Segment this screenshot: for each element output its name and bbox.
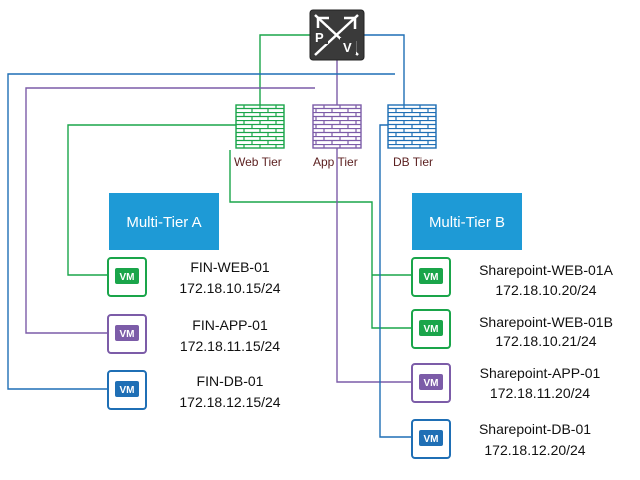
vm-badge: VM bbox=[424, 272, 439, 283]
router-v-letter: V bbox=[343, 40, 352, 55]
connections bbox=[7, 34, 412, 438]
vm-ip: 172.18.10.15/24 bbox=[179, 280, 280, 296]
vm-fin-app-01: VM FIN-APP-01 172.18.11.15/24 bbox=[107, 314, 280, 354]
firewall-db: DB Tier bbox=[387, 104, 437, 169]
group-multi-tier-a: Multi-Tier A bbox=[109, 193, 219, 250]
web-connection-fin bbox=[67, 124, 240, 276]
vm-ip: 172.18.10.20/24 bbox=[495, 282, 596, 298]
firewall-app: App Tier bbox=[312, 104, 362, 169]
firewall-web: Web Tier bbox=[234, 104, 285, 169]
vm-sharepoint-web-01b: VM Sharepoint-WEB-01B 172.18.10.21/24 bbox=[411, 309, 613, 349]
firewall-icon bbox=[312, 104, 362, 149]
vm-badge: VM bbox=[120, 329, 135, 340]
db-connection-router bbox=[364, 34, 405, 105]
router-p-letter: P bbox=[315, 30, 324, 45]
group-label-a: Multi-Tier A bbox=[126, 214, 201, 231]
group-multi-tier-b: Multi-Tier B bbox=[412, 193, 522, 250]
vm-badge: VM bbox=[424, 378, 439, 389]
vm-fin-web-01: VM FIN-WEB-01 172.18.10.15/24 bbox=[107, 257, 281, 297]
vm-fin-db-01: VM FIN-DB-01 172.18.12.15/24 bbox=[107, 370, 281, 410]
app-connection-fin bbox=[25, 87, 315, 334]
vm-sharepoint-db-01: VM Sharepoint-DB-01 172.18.12.20/24 bbox=[411, 419, 591, 459]
vm-sharepoint-web-01a: VM Sharepoint-WEB-01A 172.18.10.20/24 bbox=[411, 257, 614, 298]
vm-ip: 172.18.10.21/24 bbox=[495, 333, 596, 349]
vm-name: FIN-WEB-01 bbox=[190, 259, 270, 275]
vm-name: Sharepoint-APP-01 bbox=[480, 365, 601, 381]
router: P V bbox=[309, 9, 365, 61]
vm-badge: VM bbox=[424, 434, 439, 445]
vm-badge: VM bbox=[120, 385, 135, 396]
vm-name: Sharepoint-DB-01 bbox=[479, 421, 591, 437]
group-label-b: Multi-Tier B bbox=[429, 214, 505, 231]
firewall-icon bbox=[235, 104, 285, 149]
app-connection-sharepoint bbox=[336, 148, 412, 383]
tier-label-app: App Tier bbox=[313, 155, 358, 169]
db-connection-fin bbox=[7, 73, 395, 390]
vm-ip: 172.18.11.15/24 bbox=[180, 338, 280, 354]
vm-ip: 172.18.12.15/24 bbox=[179, 394, 280, 410]
vm-name: Sharepoint-WEB-01A bbox=[479, 262, 614, 278]
vm-ip: 172.18.11.20/24 bbox=[490, 385, 590, 401]
vm-sharepoint-app-01: VM Sharepoint-APP-01 172.18.11.20/24 bbox=[411, 363, 601, 403]
vm-badge: VM bbox=[120, 272, 135, 283]
vm-ip: 172.18.12.20/24 bbox=[484, 442, 585, 458]
firewall-icon bbox=[387, 104, 437, 149]
tier-label-db: DB Tier bbox=[393, 155, 433, 169]
vm-name: Sharepoint-WEB-01B bbox=[479, 314, 613, 330]
vm-badge: VM bbox=[424, 324, 439, 335]
vm-name: FIN-APP-01 bbox=[192, 317, 268, 333]
tier-label-web: Web Tier bbox=[234, 155, 282, 169]
db-connection-sharepoint bbox=[379, 124, 412, 438]
vm-name: FIN-DB-01 bbox=[197, 373, 264, 389]
web-connection-sharepoint bbox=[229, 150, 412, 329]
web-connection-router bbox=[259, 34, 310, 105]
